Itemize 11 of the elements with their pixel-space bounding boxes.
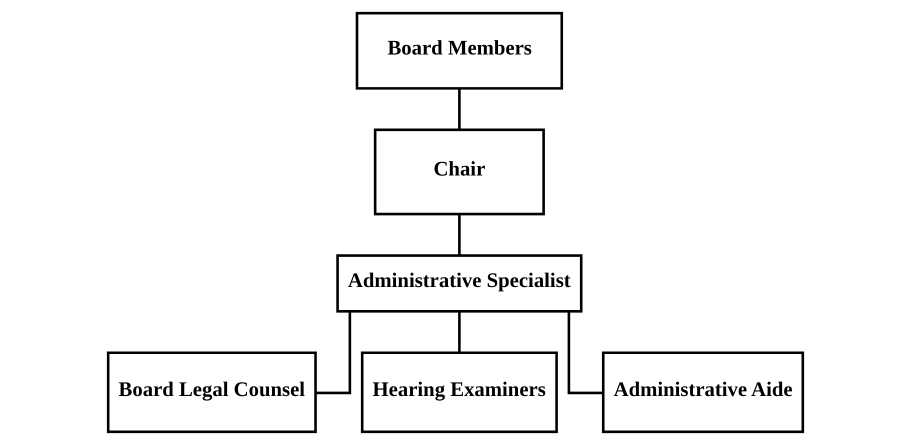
- node-box: Board Members: [356, 12, 564, 90]
- node-box: Administrative Specialist: [336, 254, 582, 313]
- node-box: Administrative Aide: [602, 351, 804, 434]
- connector: [458, 88, 461, 130]
- connector: [458, 214, 461, 256]
- connector: [568, 312, 604, 394]
- connector: [458, 311, 461, 352]
- node-box: Board Legal Counsel: [106, 351, 317, 434]
- node-box: Hearing Examiners: [360, 351, 558, 434]
- connector: [316, 312, 352, 394]
- node-box: Chair: [374, 128, 545, 216]
